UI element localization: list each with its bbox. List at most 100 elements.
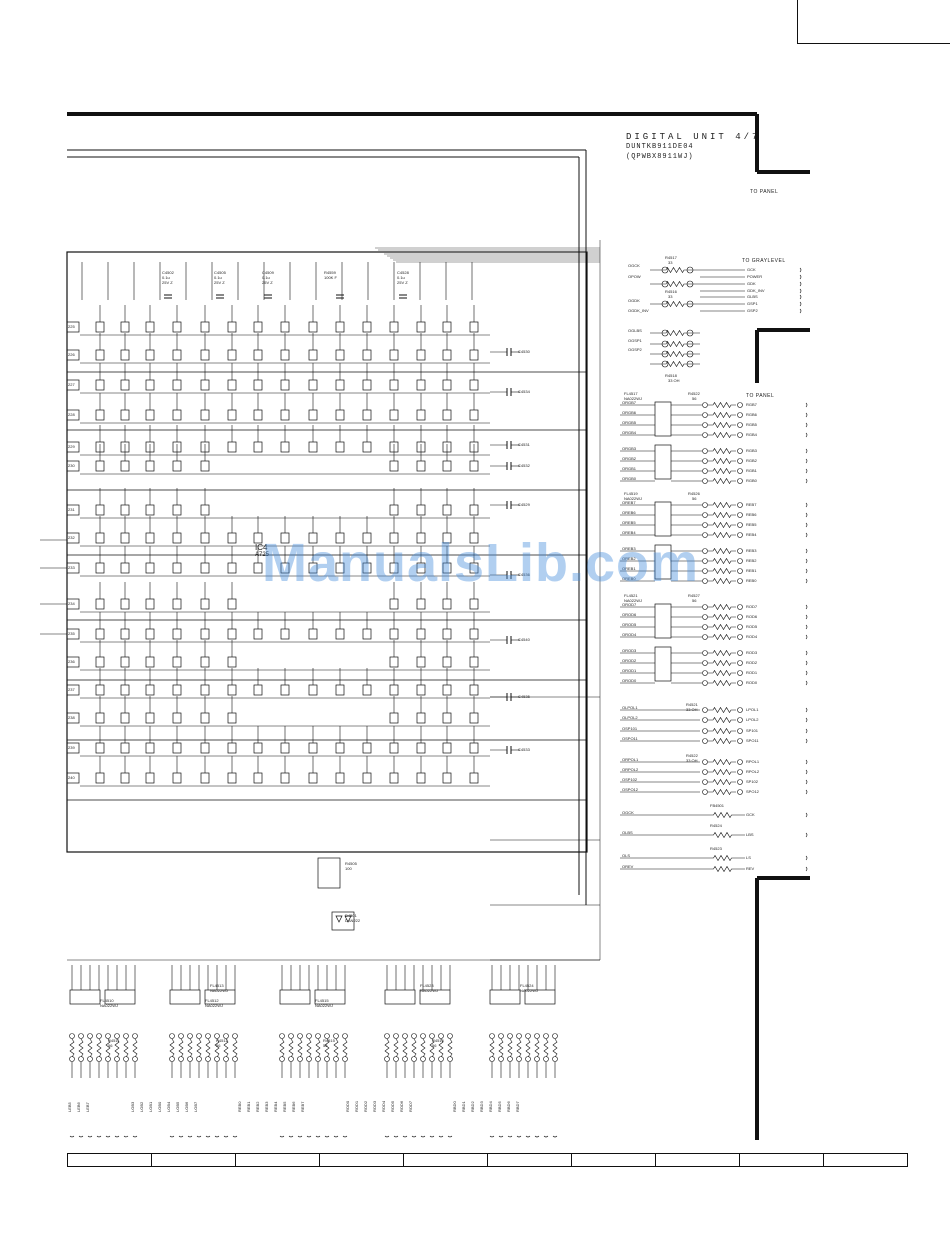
pin-circle [132,1033,138,1039]
connector-tick [429,1135,435,1138]
title-block: DIGITAL UNIT 4/7 DUNTKB911DE04 (QPWBX891… [626,132,760,162]
resistor-node [661,360,669,368]
graylevel-resistor [650,266,700,274]
connector-tick [498,1135,504,1138]
misc-part-name: R4523 [710,846,722,851]
graylevel-resistor [650,360,700,368]
top-capacitor-voltage: 25V Z [262,280,273,285]
pin-circle [552,1033,558,1039]
pin-circle [78,1033,84,1039]
pin-circle [205,1033,211,1039]
pin-circle [214,1033,220,1039]
bottom-resistor [288,1038,294,1058]
pin-circle [702,422,708,428]
panel-input-label: OROD7 [622,602,637,607]
connector-tick [123,1135,129,1138]
panel-output-label: REB2 [746,558,757,563]
pin-circle [223,1033,229,1039]
panel-resistor [708,431,736,439]
panel-input-label: ORGB3 [622,446,637,451]
bottom-resistor [525,1038,531,1058]
control-resistor-name: R4521 [686,702,698,707]
ic-pin [280,409,290,421]
pin-circle [543,1033,549,1039]
bottom-output-label: LEB6 [76,1102,81,1112]
connector-tick [805,680,808,686]
pin-circle [737,568,743,574]
panel-resistor-name: R4526 [688,491,700,496]
ic-pin [200,321,210,333]
pin-circle [438,1056,444,1062]
ic-pin [389,460,399,472]
pin-circle [702,759,708,765]
bottom-resistor [279,1038,285,1058]
control-resistor-value: 33 OH [686,758,698,763]
bottom-array-part: NA022WJ [315,1003,334,1008]
control-input-label: OLPOL1 [622,705,638,710]
bottom-array [104,989,136,1005]
ic-pin [469,656,479,668]
misc-output-label: LS [746,855,751,860]
ic-pin [442,684,452,696]
ic-pin [335,742,345,754]
bottom-output-label: LOB2 [139,1101,144,1112]
pin-circle [737,478,743,484]
pin-circle [223,1056,229,1062]
connector-tick [543,1135,549,1138]
panel-resistor-value: 56 [692,598,697,603]
pin-circle [702,614,708,620]
connector-tick [214,1135,220,1138]
ic-pin [120,321,130,333]
ic-pin [308,379,318,391]
pin-circle [342,1033,348,1039]
ic-label: IC4 [255,543,268,552]
panel-resistor-value: 56 [692,496,697,501]
connector-tick [297,1135,303,1138]
panel-resistor [708,649,736,657]
resistor-node [686,280,694,288]
ic-pin [120,772,130,784]
pin-circle [105,1033,111,1039]
bottom-array-part: NA022WJ [205,1003,224,1008]
pin-circle [214,1056,220,1062]
resistor-node [686,300,694,308]
ic-pin [389,321,399,333]
ic-pin [227,532,237,544]
ic-pin [227,379,237,391]
bottom-array-name: FL4512 [205,998,219,1003]
pin-circle [279,1033,285,1039]
side-capacitor-name: C4530 [518,349,530,354]
bottom-output-label: ROD5 [390,1100,395,1112]
panel-input-label: OROD6 [622,612,637,617]
unit-part-number: DUNTKB911DE04 [626,143,694,151]
panel-resistor-name: R4522 [688,391,700,396]
ic-pin [95,712,105,724]
connector-tick [805,670,808,676]
pin-circle [702,468,708,474]
ic-pin [95,562,105,574]
to-graylevel-label: TO GRAYLEVEL [742,258,786,264]
pin-circle [420,1033,426,1039]
diode-part: DAN222 [345,918,361,923]
ic-pin [120,379,130,391]
connector-tick [114,1135,120,1138]
ic-pin [95,628,105,640]
bottom-output-label: REB7 [300,1101,305,1112]
ic-pin [469,379,479,391]
bottom-resistor [498,1038,504,1058]
connector-tick [805,707,808,713]
ic-pin [335,628,345,640]
bottom-array-part: NA022WJ [520,988,539,993]
bottom-output-label: ROD0 [345,1100,350,1112]
connector-tick [799,301,802,307]
resistor-array [654,646,672,682]
pin-number-box [66,684,80,696]
connector-tick [205,1135,211,1138]
ic-pin [389,656,399,668]
pin-circle [384,1033,390,1039]
pin-circle [297,1033,303,1039]
pin-circle [402,1056,408,1062]
ic-pin [362,441,372,453]
pin-circle [447,1033,453,1039]
pin-number-label: 237 [68,687,75,692]
